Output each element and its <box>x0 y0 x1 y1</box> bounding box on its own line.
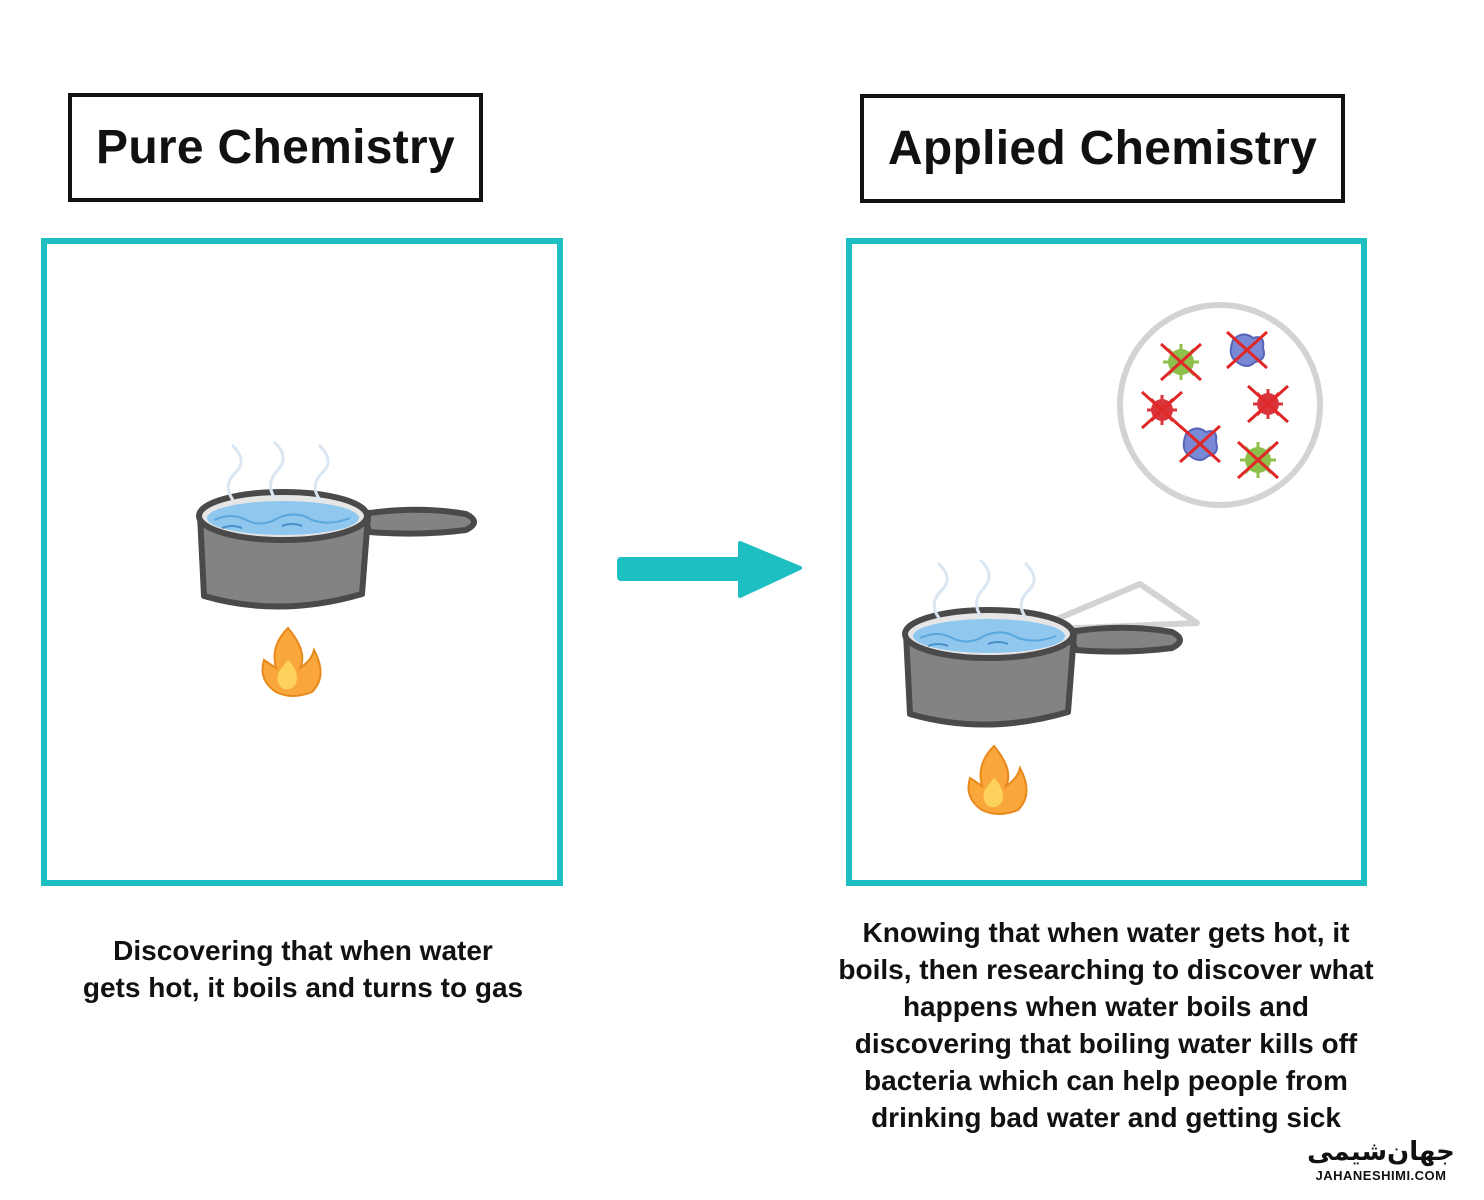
microbe-icon <box>1178 424 1222 464</box>
applied-chemistry-caption: Knowing that when water gets hot, it boi… <box>838 917 1374 1133</box>
microbe-icon <box>1140 390 1184 430</box>
microbe-icon <box>1225 330 1269 370</box>
microbe-icon <box>1246 384 1290 424</box>
pot-icon <box>199 442 474 607</box>
logo-arabic-text: جهان‌شیمی <box>1307 1137 1455 1167</box>
pure-chemistry-caption: Discovering that when water gets hot, it… <box>82 935 524 1003</box>
applied-chemistry-title: Applied Chemistry <box>860 94 1345 203</box>
magnifier-icon <box>1117 302 1323 508</box>
microbe-icon <box>1159 342 1203 382</box>
microbe-icon <box>1236 440 1280 480</box>
site-logo: جهان‌شیمی JAHANESHIMI.COM <box>1300 1136 1462 1192</box>
arrow-right-icon <box>617 541 802 598</box>
pure-chemistry-title: Pure Chemistry <box>68 93 483 202</box>
flame-icon <box>967 745 1028 815</box>
logo-latin-text: JAHANESHIMI.COM <box>1315 1168 1447 1183</box>
flame-icon <box>261 627 322 697</box>
